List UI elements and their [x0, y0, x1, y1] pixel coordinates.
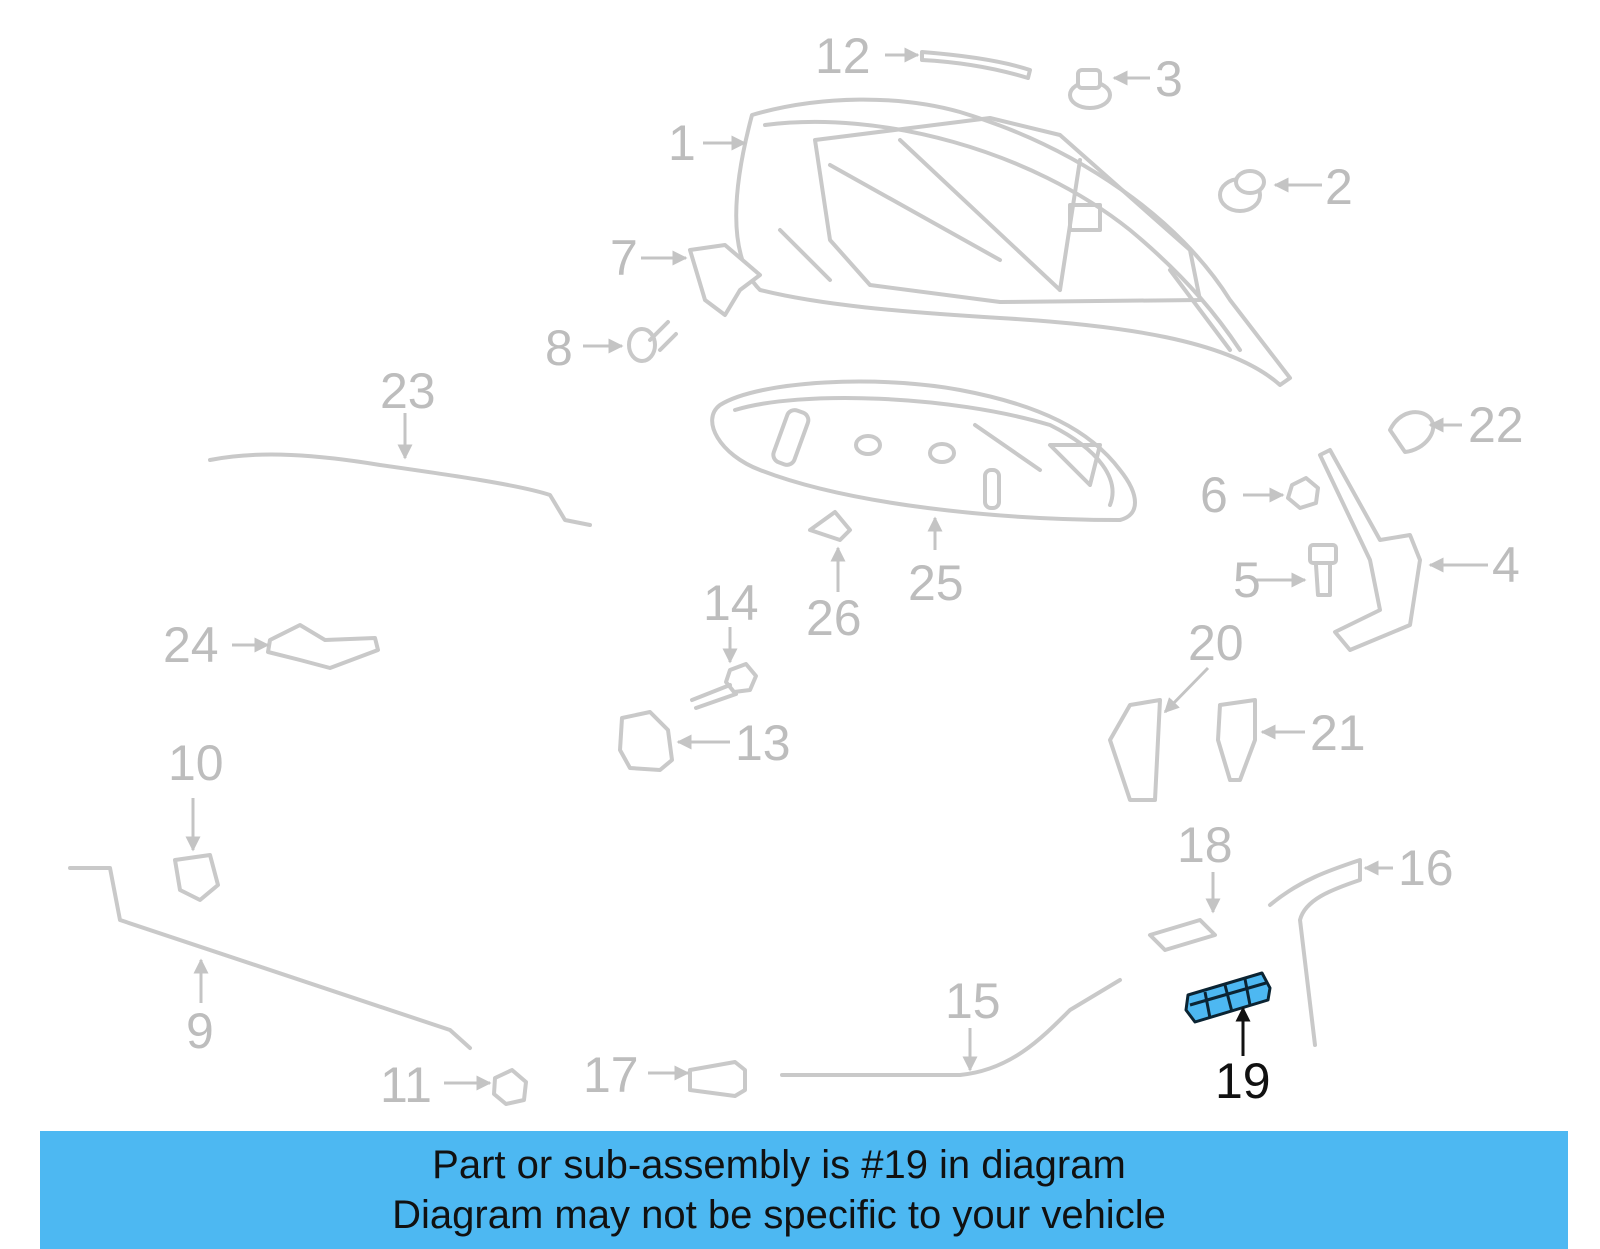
prop-rod-holder	[266, 623, 380, 670]
notice-line-1: Part or sub-assembly is #19 in diagram	[432, 1143, 1126, 1187]
notice-line-2: Diagram may not be specific to your vehi…	[392, 1193, 1166, 1237]
callout-6: 6	[1200, 467, 1228, 523]
hood-latch	[618, 710, 674, 772]
callout-11: 11	[380, 1057, 432, 1113]
callout-20: 20	[1188, 615, 1244, 671]
callout-23: 23	[380, 363, 436, 419]
hood-hinge	[1318, 448, 1422, 652]
callout-19-highlighted: 19	[1215, 1053, 1271, 1109]
callout-13: 13	[735, 715, 791, 771]
callout-15: 15	[945, 973, 1001, 1029]
hood-weatherstrip	[920, 50, 1032, 80]
rod-clip	[173, 853, 220, 902]
highlighted-part-19	[1184, 971, 1272, 1024]
callout-1: 1	[668, 115, 696, 171]
hood-bracket	[688, 243, 762, 317]
callout-24: 24	[163, 617, 219, 673]
callout-12: 12	[815, 28, 871, 84]
callout-8: 8	[545, 320, 573, 376]
callout-25: 25	[908, 555, 964, 611]
hinge-cap	[1388, 410, 1436, 454]
latch-cover-left	[1108, 698, 1162, 802]
callout-3: 3	[1155, 51, 1183, 107]
callout-16: 16	[1398, 840, 1454, 896]
latch-cover-right	[1216, 698, 1257, 782]
support-rod	[68, 866, 472, 1050]
release-handle	[688, 1060, 747, 1098]
release-lever	[1268, 858, 1362, 1047]
callout-7: 7	[610, 230, 638, 286]
push-pin	[627, 320, 678, 363]
rod-nut	[492, 1068, 528, 1106]
latch-bolt	[690, 662, 758, 710]
release-cable	[780, 978, 1122, 1077]
hood-stop	[1218, 169, 1266, 213]
callout-10: 10	[168, 735, 224, 791]
callout-22: 22	[1468, 397, 1524, 453]
hood-bumper	[1068, 68, 1112, 110]
callout-4: 4	[1492, 537, 1520, 593]
leader-arrows	[185, 47, 1488, 1091]
callout-17: 17	[583, 1047, 639, 1103]
callout-18: 18	[1177, 817, 1233, 873]
cable-clip	[1148, 918, 1217, 952]
hood-insulator	[710, 379, 1137, 522]
hood-panel	[734, 97, 1292, 387]
callout-9: 9	[186, 1003, 214, 1059]
callout-21: 21	[1310, 705, 1366, 761]
callout-26: 26	[806, 590, 862, 646]
hinge-bolt	[1308, 543, 1338, 597]
hinge-nut	[1286, 476, 1320, 510]
notice-banner: Part or sub-assembly is #19 in diagram D…	[40, 1131, 1568, 1249]
callout-5: 5	[1233, 552, 1261, 608]
callout-14: 14	[703, 575, 759, 631]
callout-numbers: 12 3 1 2 7 8 23 22 6 4 5 25 26 14 24 20 …	[163, 28, 1524, 1113]
callout-2: 2	[1325, 159, 1353, 215]
insulator-retainer	[808, 510, 852, 542]
hood-prop-rod	[208, 452, 592, 527]
